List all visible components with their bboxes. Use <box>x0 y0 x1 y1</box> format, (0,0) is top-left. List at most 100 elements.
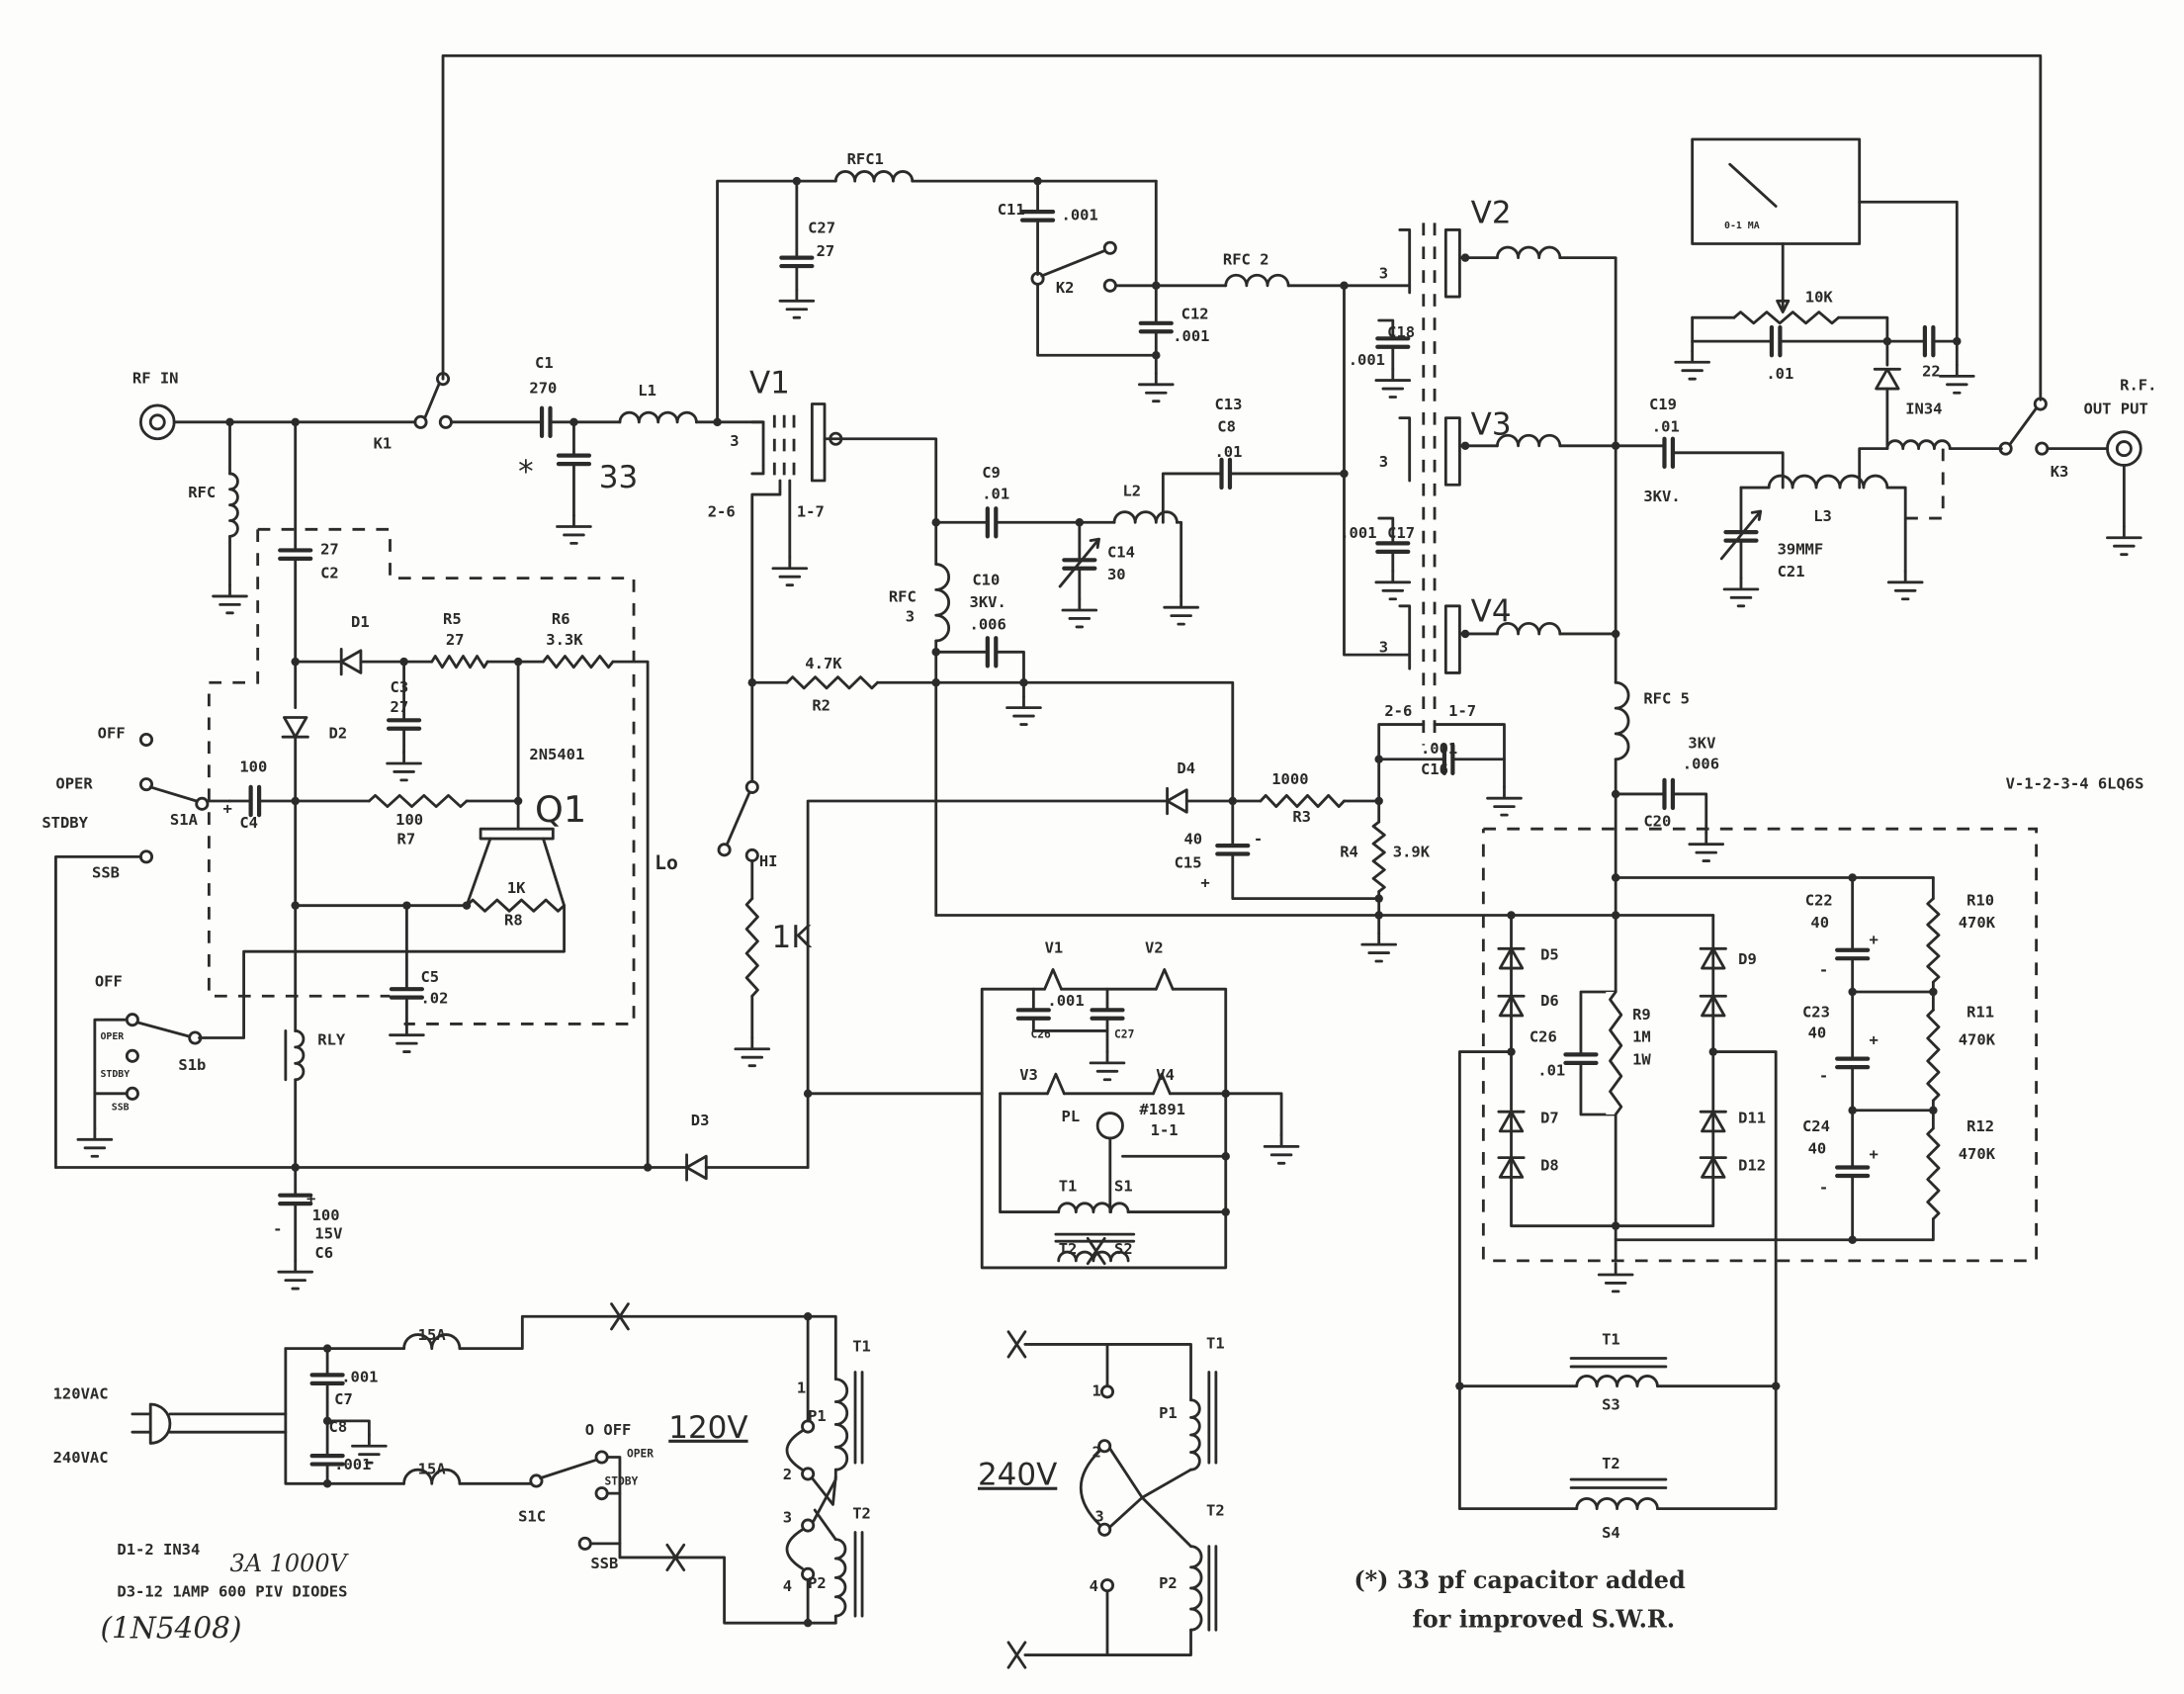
s1b-off: OFF <box>95 972 123 990</box>
c22-plus: + <box>1870 931 1878 948</box>
inductor-icon <box>1189 1398 1201 1471</box>
s1a-stdby: STDBY <box>42 814 88 832</box>
v4-heater-icon <box>1152 1072 1172 1096</box>
v3-heater-icon <box>1046 1072 1066 1096</box>
c21-name: C21 <box>1778 563 1805 580</box>
fil-t2: T2 <box>1059 1240 1078 1258</box>
wire <box>726 791 751 847</box>
mains-tap3: 3 <box>783 1509 792 1527</box>
fil-v4: V4 <box>1156 1066 1175 1084</box>
wire <box>325 1419 371 1437</box>
wire <box>1176 520 1183 598</box>
diode-icon <box>1497 1110 1526 1133</box>
wire <box>1140 1468 1192 1499</box>
c16-name: C16 <box>1421 760 1448 778</box>
resistor-icon <box>367 793 469 809</box>
wire <box>1671 792 1708 835</box>
ground-icon <box>212 583 248 615</box>
r9-name: R9 <box>1632 1006 1651 1024</box>
ground-icon <box>1674 349 1710 381</box>
rf-in-connector-pin <box>148 413 166 431</box>
wire <box>813 1508 837 1542</box>
switch-contact-icon <box>801 1419 816 1434</box>
inductor-icon <box>1224 273 1290 288</box>
wire <box>1343 284 1412 657</box>
diode-icon <box>1699 1156 1727 1179</box>
wire <box>54 854 142 1169</box>
diode-icon <box>1699 994 1727 1018</box>
wire <box>1343 799 1381 824</box>
r10-name: R10 <box>1966 892 1994 910</box>
c9-value: .01 <box>982 485 1009 502</box>
c3-name: C3 <box>391 678 409 696</box>
wire <box>980 987 1047 1096</box>
switch-contact-icon <box>413 414 428 429</box>
c8-name: C8 <box>329 1418 348 1436</box>
c24-plus: + <box>1870 1145 1878 1163</box>
junction-dot <box>1848 1235 1857 1244</box>
r12-name: R12 <box>1966 1117 1994 1135</box>
meter-diode-label: IN34 <box>1905 400 1942 417</box>
r3-value: 1000 <box>1271 770 1308 788</box>
resistor-icon <box>1732 311 1840 325</box>
wire <box>284 1347 406 1485</box>
wire <box>1398 604 1412 670</box>
d9-label: D9 <box>1738 950 1757 968</box>
inductor-icon <box>402 1333 462 1351</box>
s1a-ssb: SSB <box>92 863 120 881</box>
resistor-icon <box>1926 897 1941 984</box>
c11-value: .001 <box>1062 207 1098 224</box>
wire <box>1858 200 1959 367</box>
wire <box>1579 990 1617 1056</box>
c17-value: .001 <box>1340 524 1376 542</box>
wire <box>1614 1217 1935 1242</box>
ground-icon <box>1005 694 1042 726</box>
s1a-label: S1A <box>170 811 199 829</box>
c17-name: C17 <box>1387 524 1415 542</box>
jumper-240v <box>1079 1449 1102 1527</box>
inductor-icon <box>1575 1375 1659 1388</box>
q1-label: Q1 <box>535 788 586 831</box>
tube-plate-icon <box>810 402 827 483</box>
inductor-icon <box>934 563 951 643</box>
v1-pin-cathode: 2-6 <box>708 503 736 521</box>
wire <box>2008 406 2039 446</box>
inductor-icon <box>1496 622 1562 636</box>
mains-p1: P1 <box>808 1407 827 1425</box>
c10-rating: 3KV. <box>970 593 1006 611</box>
switch-contact-icon <box>438 414 453 429</box>
c22-name: C22 <box>1805 892 1833 910</box>
wire <box>1023 1343 1192 1402</box>
hv-t1: T1 <box>1602 1330 1620 1348</box>
switch-contact-icon <box>138 849 154 864</box>
c15-minus: - <box>1254 831 1263 848</box>
rf-out-connector-pin <box>2115 440 2133 458</box>
c3-value: 27 <box>391 698 409 716</box>
r9-value: 1M <box>1632 1028 1651 1046</box>
r9-watt: 1W <box>1632 1050 1651 1068</box>
rf-in-connector-icon <box>138 403 176 441</box>
rly-label: RLY <box>317 1031 346 1049</box>
wire <box>1140 1495 1192 1549</box>
wire <box>810 1474 837 1506</box>
resistor-icon <box>785 675 879 690</box>
junction-dot <box>1848 987 1857 997</box>
c24-minus: - <box>1819 1179 1828 1197</box>
s1c-off: O OFF <box>585 1421 632 1439</box>
wire <box>458 1314 837 1382</box>
ground-icon <box>1486 785 1523 817</box>
ground-icon <box>556 513 592 545</box>
c6-minus: - <box>273 1220 282 1238</box>
junction-dot <box>1611 629 1620 639</box>
alt-tap3: 3 <box>1094 1507 1103 1525</box>
meter-cap2-value: 22 <box>1922 362 1941 380</box>
meter-cap1-value: .01 <box>1766 365 1793 383</box>
c27-value: 27 <box>817 242 835 260</box>
rf-out-label-2: OUT PUT <box>2084 400 2148 417</box>
switch-contact-icon <box>801 1467 816 1481</box>
ground-icon <box>1137 372 1175 403</box>
junction-dot <box>931 678 940 687</box>
inductor-icon <box>1767 474 1889 490</box>
switch-contact-icon <box>2033 397 2048 411</box>
